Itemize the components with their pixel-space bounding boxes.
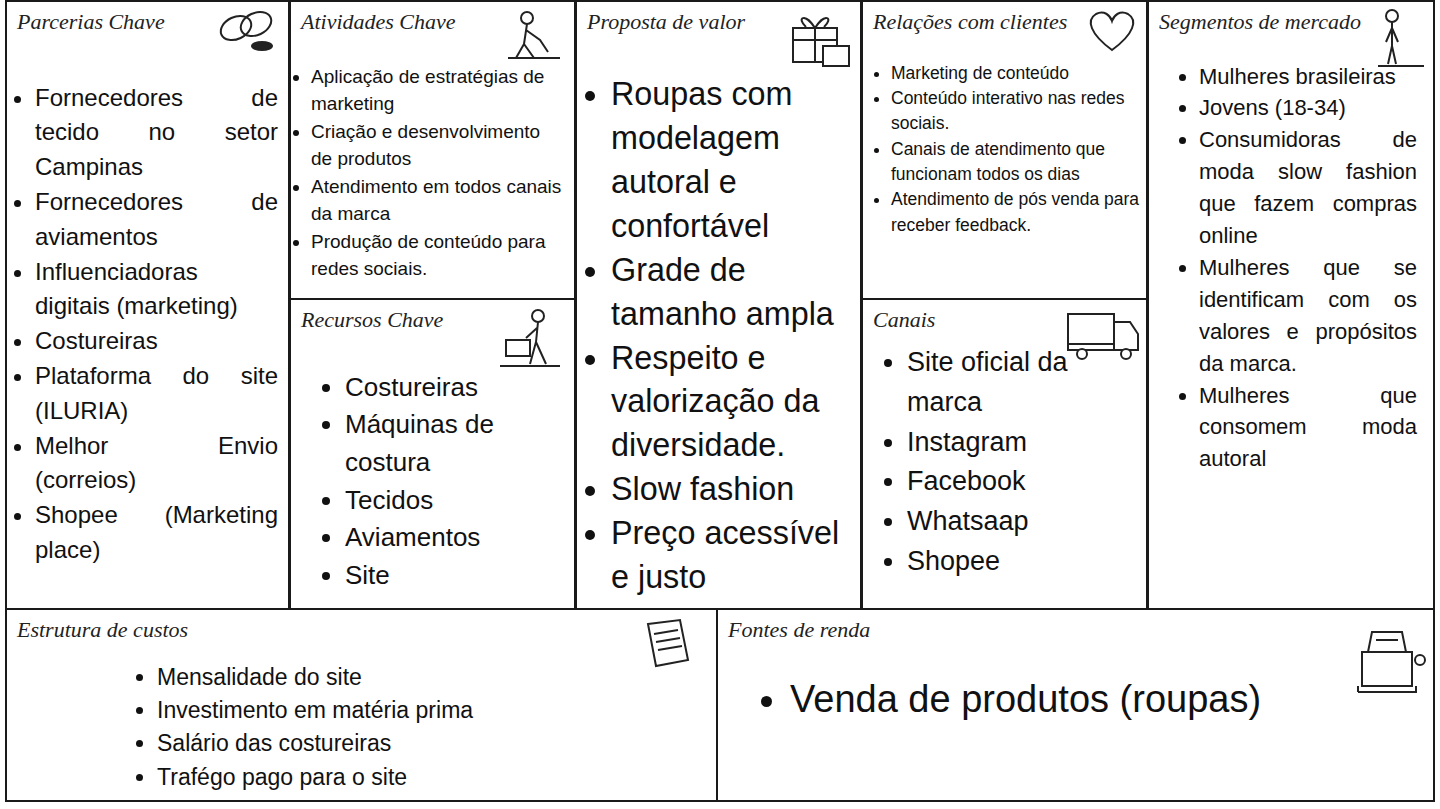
bullet-list: CostureirasMáquinas de costuraTecidosAvi… [291,335,574,595]
person-icon [1378,22,1424,66]
heart-icon [1091,13,1133,50]
bullet-list: Roupas com modelagem autoral e confortáv… [577,37,860,601]
bullet-item: Whatsaap [907,502,1140,542]
bullet-item: Conteúdo interativo nas redes sociais. [891,86,1142,137]
resources-block: Recursos ChaveCostureirasMáquinas de cos… [289,298,576,610]
bullet-item: Costureiras [35,324,278,359]
bullet-item: Slow fashion [611,468,856,512]
bullet-item: Site [345,557,566,595]
bullet-list: Marketing de conteúdoConteúdo interativo… [863,37,1146,239]
block-heading: Atividades Chave [301,8,574,37]
register-icon [1415,655,1425,665]
activities-block: Atividades ChaveAplicação de estratégias… [289,0,576,300]
truck-icon [1121,349,1131,359]
bullet-list: Fornecedores de tecido no setor Campinas… [7,37,288,568]
bullet-item: Mulheres que se identificam com os valor… [1199,252,1417,380]
worker-icon [532,310,544,322]
box-icon [506,340,530,356]
bullet-item: Consumidoras de moda slow fashion que fa… [1199,124,1417,252]
rings-icon [217,11,255,44]
bullet-item: Canais de atendimento que funcionam todo… [891,137,1142,188]
bullet-item: Shopee [907,542,1140,582]
bullet-item: Criação e desenvolvimento de produtos [311,118,566,173]
bullet-list: Site oficial da marcaInstagramFacebookWh… [863,335,1146,583]
block-heading: Proposta de valor [587,8,860,37]
bullet-item: Marketing de conteúdo [891,61,1142,86]
block-heading: Recursos Chave [301,306,574,335]
document-icon [648,620,688,666]
register-icon [1358,632,1416,692]
bullet-item: Produção de conteúdo para redes sociais. [311,228,566,283]
truck-icon [1077,349,1087,359]
truck-icon [1068,322,1138,350]
rings-icon [252,42,272,50]
bullet-item: Mulheres que consomem moda autoral [1199,380,1417,476]
bullet-list: Aplicação de estratégias de marketingCri… [291,37,574,283]
bullet-item: Aviamentos [345,519,566,557]
bullet-item: Grade de tamanho ampla [611,249,856,337]
bullet-item: Costureiras [345,369,566,407]
rings-icon [237,7,275,40]
relations-block: Relações com clientesMarketing de conteú… [861,0,1148,300]
register-icon [1362,652,1412,686]
bullet-item: Preço acessível e justo [611,512,856,600]
block-heading: Fontes de renda [728,616,1433,645]
bullet-item: Respeito e valorização da diversidade. [611,337,856,469]
block-heading: Canais [873,306,1146,335]
bullet-list: Mensalidade do siteInvestimento em matér… [7,645,716,795]
bullet-item: Fornecedores de tecido no setor Campinas [35,81,278,185]
costs-block: Estrutura de custosMensalidade do siteIn… [5,608,718,802]
block-heading: Parcerias Chave [17,8,288,37]
gift-icon [823,46,849,66]
bullet-item: Influenciadoras digitais (marketing) [35,255,278,325]
worker-icon [508,24,560,58]
partners-block: Parcerias ChaveFornecedores de tecido no… [5,0,290,610]
revenue-block: Fontes de rendaVenda de produtos (roupas… [716,608,1435,802]
bullet-item: Atendimento em todos canais da marca [311,173,566,228]
bullet-item: Shopee (Marketing place) [35,498,278,568]
worker-icon [500,365,560,367]
value-block: Proposta de valorRoupas com modelagem au… [575,0,862,610]
segments-block: Segmentos de mercadoMulheres brasileiras… [1147,0,1435,610]
block-heading: Estrutura de custos [17,616,716,645]
bullet-item: Mulheres brasileiras [1199,61,1417,93]
bullet-item: Jovens (18-34) [1199,92,1417,124]
truck-icon [1068,314,1114,344]
bullet-item: Melhor Envio (correios) [35,429,278,499]
bullet-item: Instagram [907,423,1140,463]
bullet-item: Roupas com modelagem autoral e confortáv… [611,73,856,249]
bullet-item: Trafégo pago para o site [157,761,706,794]
channels-block: CanaisSite oficial da marcaInstagramFace… [861,298,1148,610]
bullet-item: Atendimento de pós venda para receber fe… [891,187,1142,238]
bullet-list: Venda de produtos (roupas) [718,645,1433,724]
bullet-item: Mensalidade do site [157,661,706,694]
bullet-item: Salário das costureiras [157,727,706,760]
bullet-list: Mulheres brasileirasJovens (18-34)Consum… [1149,37,1433,476]
bullet-item: Investimento em matéria prima [157,694,706,727]
bullet-item: Venda de produtos (roupas) [790,675,1423,724]
bullet-item: Máquinas de costura [345,406,566,481]
person-icon [1386,10,1398,22]
bullet-item: Site oficial da marca [907,343,1140,423]
block-heading: Relações com clientes [873,8,1146,37]
bullet-item: Fornecedores de aviamentos [35,185,278,255]
worker-icon [521,12,533,24]
bullet-item: Facebook [907,462,1140,502]
bullet-item: Plataforma do site (ILURIA) [35,359,278,429]
bullet-item: Aplicação de estratégias de marketing [311,63,566,118]
bullet-item: Tecidos [345,482,566,520]
block-heading: Segmentos de mercado [1159,8,1433,37]
